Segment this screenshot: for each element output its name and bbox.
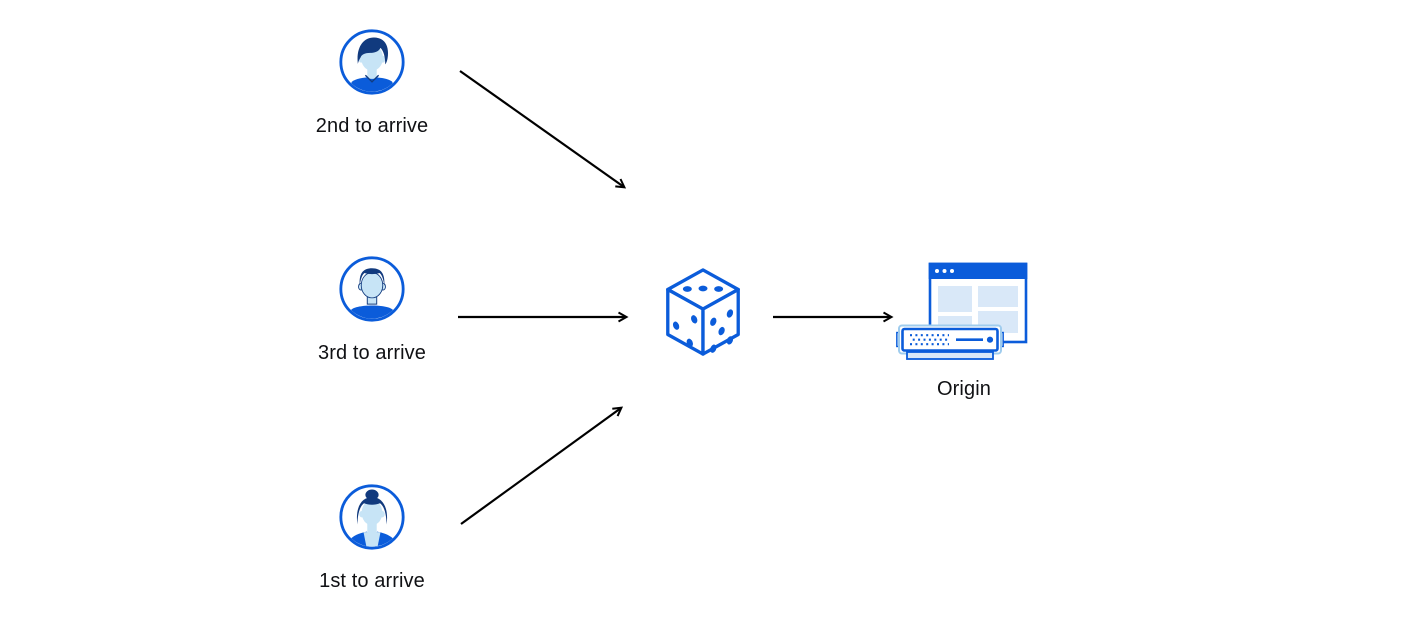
arrow-user-top-to-dice [459, 70, 627, 189]
arrow-user-bottom-to-dice [460, 406, 624, 525]
user-first-label: 1st to arrive [319, 570, 425, 592]
node-origin: Origin [896, 262, 1032, 401]
server-icon [896, 324, 1004, 360]
node-randomizer [663, 267, 743, 357]
node-user-first: 1st to arrive [300, 483, 444, 593]
node-user-second: 2nd to arrive [300, 28, 444, 138]
person-female-avatar-icon [338, 483, 406, 551]
user-second-label: 2nd to arrive [315, 115, 429, 137]
dice-icon [663, 267, 743, 357]
origin-label: Origin [937, 378, 991, 400]
person-male-flattop-avatar-icon [338, 255, 406, 323]
origin-server-browser-icon [896, 262, 1032, 366]
node-user-third: 3rd to arrive [300, 255, 444, 365]
user-third-label: 3rd to arrive [317, 342, 426, 364]
person-male-avatar-icon [338, 28, 406, 96]
